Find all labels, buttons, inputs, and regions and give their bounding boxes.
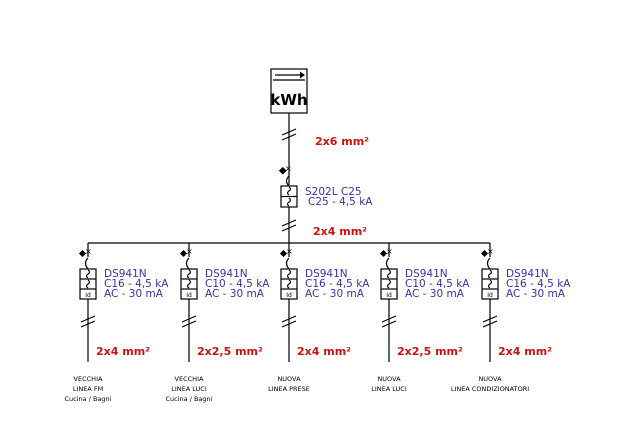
branch-caption-line: Cucina / Bagni (166, 395, 213, 403)
switch-contact-icon (84, 257, 89, 270)
branch-rating: C16 - 4,5 kA (305, 278, 370, 290)
rcd-symbol-label: Id (186, 292, 192, 299)
branch-model: DS941N (405, 268, 448, 280)
cable-tick-icon (80, 315, 96, 328)
cable-tick-icon (482, 315, 498, 328)
branch-rcd-rating: AC - 30 mA (104, 288, 164, 300)
thermal-coil-icon (487, 269, 493, 279)
branch-caption-line: Cucina / Bagni (65, 395, 112, 403)
breaker-handle-icon (480, 249, 489, 258)
thermal-coil-icon (85, 269, 91, 279)
arrow-right-icon (273, 71, 305, 81)
branch-rcd-rating: AC - 30 mA (506, 288, 566, 300)
rcd-symbol-label: Id (85, 292, 91, 299)
rcd-symbol-label: Id (487, 292, 493, 299)
switch-contact-icon (285, 175, 290, 187)
cable-tick-icon (381, 315, 397, 328)
breaker-x-icon: × (286, 247, 293, 256)
energy-meter: kWh (270, 68, 308, 114)
branch-rating: C10 - 4,5 kA (205, 278, 270, 290)
branch-caption-line: LINEA LUCI (371, 385, 407, 393)
branch-caption-line: LINEA CONDIZIONATORI (451, 385, 529, 393)
main-cable-label: 2x6 mm² (315, 135, 369, 148)
switch-contact-icon (486, 257, 491, 270)
main-breaker-rating: C25 - 4,5 kA (308, 196, 373, 208)
thermal-coil-icon (286, 186, 292, 196)
main-breaker-model: S202L C25 (305, 186, 362, 198)
main-breaker: × S202L C25 C25 - 4,5 kA (278, 164, 373, 208)
branch-model: DS941N (205, 268, 248, 280)
rcd-symbol-label: Id (386, 292, 392, 299)
bus-cable-label: 2x4 mm² (313, 225, 367, 238)
branch-rating: C10 - 4,5 kA (405, 278, 470, 290)
cable-tick-icon (181, 315, 197, 328)
breaker-x-icon: × (386, 247, 393, 256)
branch-model: DS941N (506, 268, 549, 280)
breaker-handle-icon (379, 249, 388, 258)
branch-rating: C16 - 4,5 kA (104, 278, 169, 290)
branch-model: DS941N (305, 268, 348, 280)
thermal-coil-icon (386, 269, 392, 279)
branch-cable-label: 2x4 mm² (498, 345, 552, 358)
cable-tick-icon (281, 128, 297, 141)
cable-tick-icon (281, 219, 297, 232)
branch-caption-line: NUOVA (478, 375, 502, 383)
branch-caption-line: NUOVA (377, 375, 401, 383)
switch-contact-icon (385, 257, 390, 270)
magnetic-coil-icon (286, 279, 292, 289)
breaker-x-icon: × (85, 247, 92, 256)
branch-cable-label: 2x2,5 mm² (397, 345, 463, 358)
thermal-coil-icon (186, 269, 192, 279)
branch-cable-label: 2x4 mm² (96, 345, 150, 358)
branch-caption-line: VECCHIA (175, 375, 204, 383)
cable-tick-icon (281, 315, 297, 328)
magnetic-coil-icon (85, 279, 91, 289)
magnetic-coil-icon (286, 197, 292, 207)
breaker-x-icon: × (487, 247, 494, 256)
branch-rcd-rating: AC - 30 mA (205, 288, 265, 300)
breaker-x-icon: × (186, 247, 193, 256)
switch-contact-icon (285, 257, 290, 270)
breaker-handle-icon (78, 249, 87, 258)
breaker-x-icon: × (285, 164, 292, 173)
thermal-coil-icon (286, 269, 292, 279)
branch-rcd-rating: AC - 30 mA (405, 288, 465, 300)
branch-caption-line: VECCHIA (74, 375, 103, 383)
branch-caption-line: LINEA FM (73, 385, 103, 393)
branch-caption-line: LINEA LUCI (171, 385, 207, 393)
rcd-symbol-label: Id (286, 292, 292, 299)
branch-rcd-rating: AC - 30 mA (305, 288, 365, 300)
branch-caption-line: LINEA PRESE (268, 385, 310, 393)
switch-contact-icon (185, 257, 190, 270)
branch-model: DS941N (104, 268, 147, 280)
breaker-handle-icon (179, 249, 188, 258)
breaker-handle-icon (279, 249, 288, 258)
branch-rating: C16 - 4,5 kA (506, 278, 571, 290)
meter-label: kWh (270, 91, 307, 109)
magnetic-coil-icon (487, 279, 493, 289)
magnetic-coil-icon (386, 279, 392, 289)
branch-cable-label: 2x4 mm² (297, 345, 351, 358)
magnetic-coil-icon (186, 279, 192, 289)
branch-caption-line: NUOVA (277, 375, 301, 383)
branch-cable-label: 2x2,5 mm² (197, 345, 263, 358)
